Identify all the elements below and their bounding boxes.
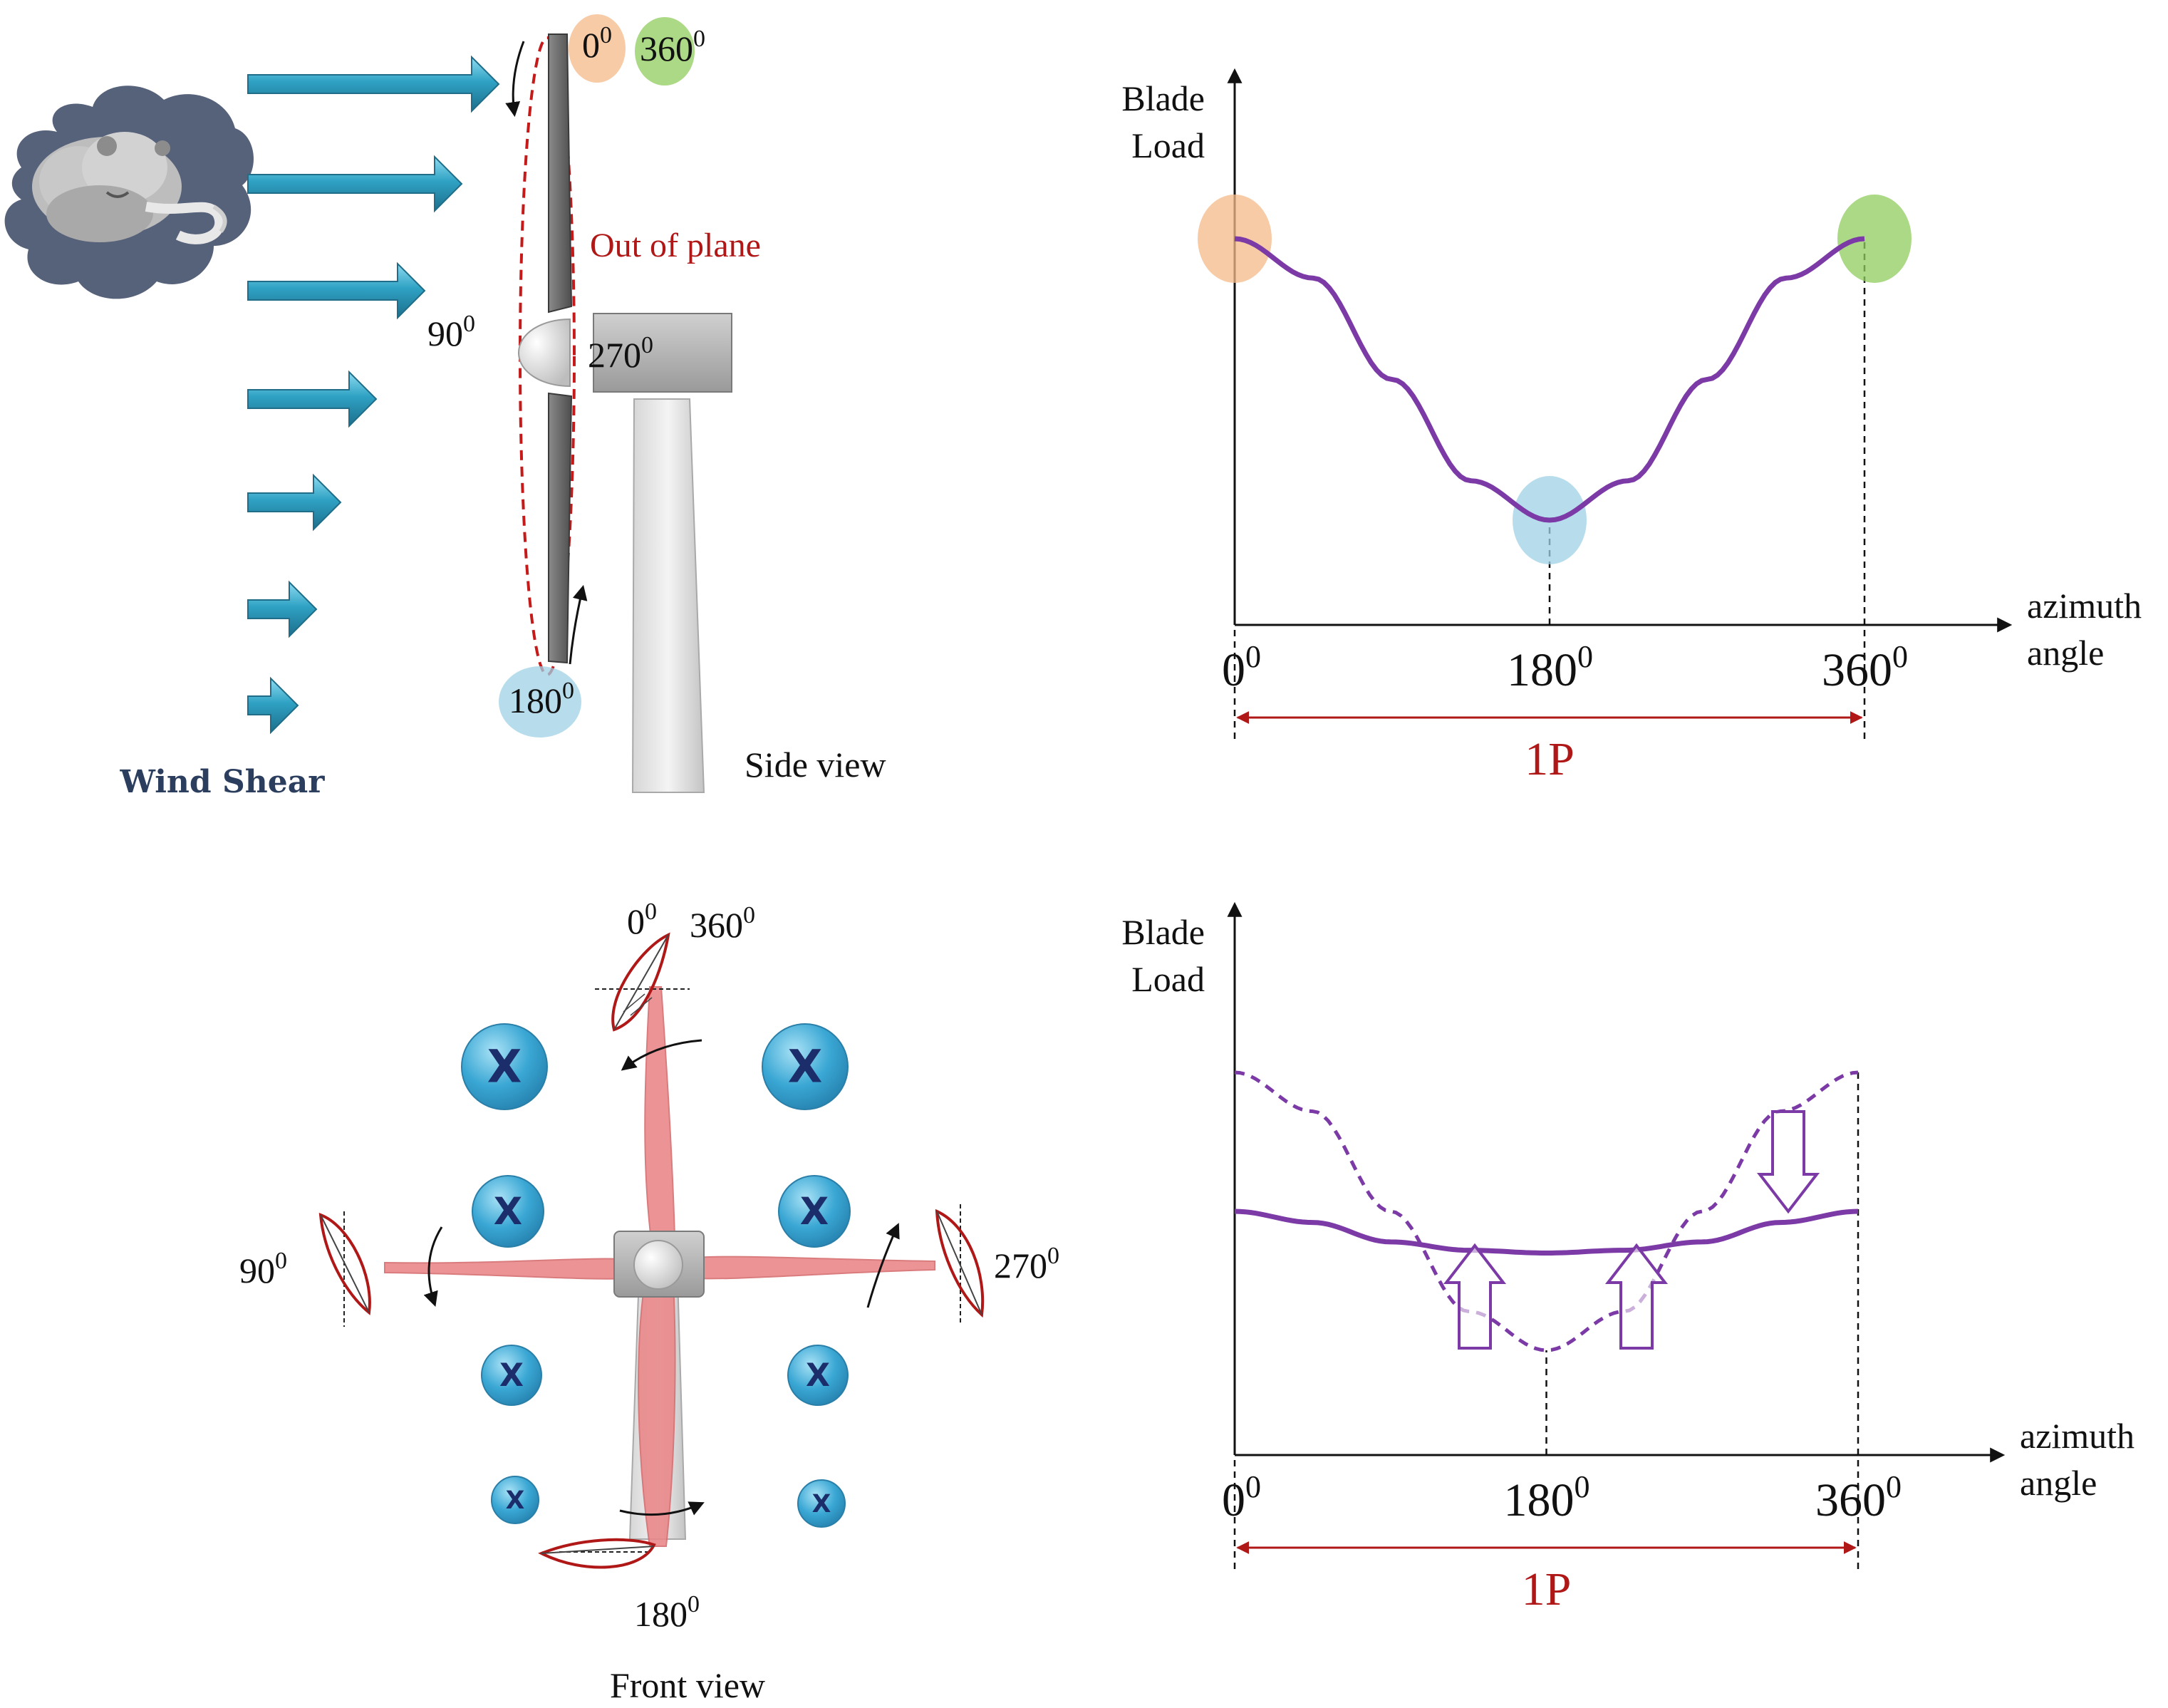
baseline-load-curve bbox=[1234, 1070, 1859, 1352]
wind-arrow-icon bbox=[247, 473, 342, 532]
front-view-label: Front view bbox=[610, 1665, 765, 1705]
airfoil-left bbox=[318, 1211, 371, 1327]
wind-speed-marker: X bbox=[461, 1023, 548, 1110]
side-nacelle bbox=[593, 313, 732, 393]
side-view: Wind Shear 00 3600 900 2700 1800 Out of … bbox=[4, 14, 886, 800]
upper-blade bbox=[548, 33, 573, 314]
y-axis-label: Blade bbox=[1121, 912, 1205, 952]
load-shift-down-arrow-icon bbox=[1756, 1110, 1820, 1214]
wind-cloud-icon bbox=[4, 86, 254, 299]
rotation-arrow-down bbox=[505, 41, 525, 118]
wind-speed-marker-label: X bbox=[494, 1190, 522, 1233]
y-axis-label: Blade bbox=[1121, 78, 1205, 118]
front-view: X X X X X X X X 00 3600 900 2700 1800 Front vie… bbox=[239, 899, 1059, 1705]
wind-speed-marker: X bbox=[481, 1345, 542, 1406]
side-view-label: Side view bbox=[745, 745, 886, 785]
front-rotation-arrow-right bbox=[866, 1223, 900, 1308]
airfoil-right bbox=[935, 1204, 985, 1325]
rotation-arrow-up bbox=[569, 584, 588, 665]
load-shift-up-arrow-icon bbox=[1443, 1243, 1507, 1350]
wind-speed-marker: X bbox=[472, 1175, 544, 1248]
side-angle-270-label: 2700 bbox=[588, 332, 653, 375]
wind-speed-marker-label: X bbox=[487, 1041, 522, 1093]
wind-arrow-icon bbox=[247, 676, 299, 735]
wind-speed-marker: X bbox=[762, 1023, 849, 1110]
wind-arrow-icon bbox=[247, 580, 318, 638]
blade-left bbox=[384, 1258, 642, 1280]
wind-speed-marker: X bbox=[778, 1175, 851, 1248]
airfoil-top bbox=[595, 932, 690, 1032]
airfoil-bottom bbox=[538, 1538, 656, 1569]
front-hub bbox=[633, 1240, 683, 1290]
front-angle-180-label: 1800 bbox=[634, 1591, 700, 1634]
wind-shear-label: Wind Shear bbox=[120, 764, 326, 800]
x-tick-label: 1800 bbox=[1507, 639, 1593, 696]
wind-arrow-icon bbox=[247, 55, 500, 113]
front-rotation-arrow-top bbox=[621, 1039, 702, 1071]
highlight-point bbox=[1837, 195, 1912, 283]
side-angle-0-label: 00 bbox=[582, 22, 612, 65]
front-angle-90-label: 900 bbox=[239, 1248, 287, 1290]
blade-load-curve bbox=[1234, 236, 1865, 523]
front-angle-270-label: 2700 bbox=[994, 1243, 1059, 1285]
front-rotation-arrow-bottom bbox=[619, 1501, 705, 1516]
side-angle-180-label: 1800 bbox=[509, 678, 574, 720]
side-tower bbox=[631, 398, 705, 793]
blade-load-curve bbox=[1234, 1208, 1859, 1256]
x-tick-label: 3600 bbox=[1822, 639, 1908, 696]
side-angle-90-label: 900 bbox=[427, 311, 475, 353]
position-0-marker bbox=[569, 14, 626, 83]
wind-speed-markers: X X X X X X X X bbox=[461, 1023, 851, 1528]
lower-blade bbox=[548, 392, 573, 664]
wind-speed-marker-label: X bbox=[812, 1490, 831, 1518]
x-tick-label: 00 bbox=[1222, 1469, 1261, 1526]
y-axis-label: Load bbox=[1131, 125, 1205, 165]
blade-right bbox=[676, 1256, 935, 1280]
front-rotor-blades bbox=[384, 986, 935, 1547]
position-180-marker bbox=[499, 666, 581, 737]
x-axis-label: azimuth bbox=[2027, 586, 2142, 626]
period-label: 1P bbox=[1525, 733, 1575, 785]
wind-speed-marker-label: X bbox=[506, 1486, 525, 1515]
y-axis-label: Load bbox=[1131, 959, 1205, 999]
x-axis-label: angle bbox=[2027, 633, 2104, 673]
x-axis-label: angle bbox=[2020, 1463, 2097, 1503]
x-tick-label: 00 bbox=[1222, 639, 1261, 696]
front-angle-0-label: 00 bbox=[627, 899, 657, 941]
x-tick-label: 3600 bbox=[1815, 1469, 1902, 1526]
x-tick-label: 1800 bbox=[1504, 1469, 1590, 1526]
blade-up bbox=[644, 986, 677, 1262]
load-shift-up-arrow-icon bbox=[1604, 1243, 1669, 1350]
wind-speed-marker-label: X bbox=[499, 1357, 524, 1394]
out-of-plane-label: Out of plane bbox=[590, 227, 761, 264]
blade-down bbox=[638, 1282, 676, 1547]
period-label: 1P bbox=[1522, 1563, 1572, 1615]
front-angle-360-label: 3600 bbox=[690, 902, 755, 945]
side-angle-360-label: 3600 bbox=[640, 26, 705, 68]
position-360-marker bbox=[635, 17, 695, 86]
wind-speed-marker: X bbox=[797, 1479, 846, 1528]
wind-speed-marker-label: X bbox=[788, 1041, 823, 1093]
wind-shear-arrows bbox=[247, 55, 500, 735]
wind-speed-marker-label: X bbox=[806, 1357, 830, 1394]
wind-arrow-icon bbox=[247, 155, 463, 213]
wind-arrow-icon bbox=[247, 370, 378, 428]
wind-speed-marker-label: X bbox=[800, 1190, 829, 1233]
front-rotation-arrow-left bbox=[423, 1226, 443, 1307]
wind-speed-marker: X bbox=[787, 1345, 849, 1406]
x-axis-label: azimuth bbox=[2020, 1416, 2135, 1456]
wind-speed-marker: X bbox=[491, 1476, 539, 1524]
side-hub bbox=[517, 318, 571, 388]
wind-arrow-icon bbox=[247, 262, 426, 320]
